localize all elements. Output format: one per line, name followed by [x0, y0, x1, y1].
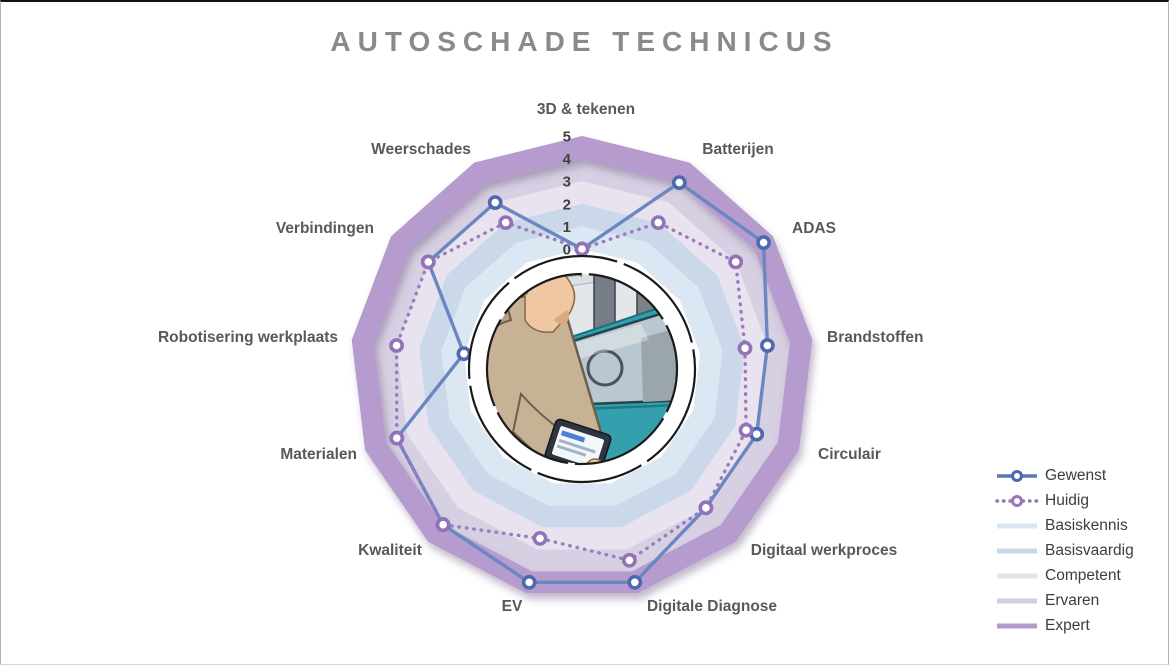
- category-label-12: Weerschades: [371, 141, 471, 158]
- marker-huidig-8: [435, 517, 451, 533]
- category-label-4: Circulair: [818, 446, 881, 463]
- category-label-5: Digitaal werkproces: [751, 542, 897, 559]
- legend-label: Basiskennis: [1045, 516, 1128, 534]
- marker-huidig-9: [389, 430, 405, 446]
- tick-label-3: 3: [563, 174, 571, 191]
- marker-gewenst-1: [671, 175, 687, 190]
- legend-swatch-basiskennis: [997, 523, 1037, 528]
- marker-gewenst-3: [760, 338, 775, 353]
- legend-item-gewenst: Gewenst: [995, 463, 1134, 488]
- category-label-1: Batterijen: [702, 141, 774, 158]
- category-label-9: Materialen: [280, 446, 357, 463]
- chart-title: AUTOSCHADE TECHNICUS: [330, 26, 839, 57]
- center-illustration: [486, 273, 678, 465]
- marker-gewenst-6: [627, 574, 643, 590]
- tick-label-5: 5: [563, 129, 571, 146]
- legend-swatch-expert: [997, 623, 1037, 628]
- legend-swatch-competent: [997, 573, 1037, 578]
- legend-label: Huidig: [1045, 491, 1089, 509]
- legend-swatch-ervaren: [997, 598, 1037, 603]
- marker-huidig-6: [622, 552, 637, 568]
- marker-huidig-12: [498, 215, 514, 230]
- tick-label-0: 0: [563, 242, 571, 259]
- marker-huidig-10: [389, 338, 404, 353]
- category-label-3: Brandstoffen: [827, 329, 923, 346]
- legend-item-expert: Expert: [995, 613, 1134, 638]
- legend-swatch-huidig: [995, 494, 1039, 507]
- marker-gewenst-7: [521, 574, 537, 590]
- tick-label-4: 4: [563, 151, 572, 168]
- category-label-10: Robotisering werkplaats: [158, 329, 338, 346]
- marker-huidig-2: [728, 254, 744, 270]
- category-label-6: Digitale Diagnose: [647, 598, 777, 615]
- legend-item-ervaren: Ervaren: [995, 588, 1134, 613]
- legend-swatch-basisvaardig: [997, 548, 1037, 553]
- category-label-8: Kwaliteit: [358, 542, 422, 559]
- tick-label-2: 2: [563, 196, 571, 213]
- category-label-7: EV: [502, 598, 523, 615]
- marker-huidig-11: [420, 254, 436, 270]
- legend-item-basiskennis: Basiskennis: [995, 513, 1134, 538]
- tick-label-1: 1: [563, 219, 571, 236]
- marker-huidig-3: [737, 340, 753, 356]
- marker-gewenst-2: [756, 235, 771, 250]
- marker-huidig-5: [698, 500, 714, 516]
- legend-label: Competent: [1045, 566, 1121, 584]
- legend-swatch-gewenst: [997, 469, 1037, 482]
- marker-huidig-7: [532, 531, 548, 546]
- legend-item-huidig: Huidig: [995, 488, 1134, 513]
- image-ring-inner: [485, 272, 679, 466]
- marker-gewenst-12: [487, 195, 503, 210]
- image-ring-outer: [467, 254, 697, 484]
- legend-item-basisvaardig: Basisvaardig: [995, 538, 1134, 563]
- legend-label: Gewenst: [1045, 466, 1107, 484]
- legend-label: Basisvaardig: [1045, 541, 1134, 559]
- marker-gewenst-10: [456, 346, 472, 362]
- category-label-2: ADAS: [792, 220, 836, 237]
- legend-label: Expert: [1045, 616, 1090, 634]
- series-gewenst-line: [395, 180, 770, 584]
- category-label-11: Verbindingen: [276, 220, 374, 237]
- legend-item-competent: Competent: [995, 563, 1134, 588]
- marker-huidig-4: [738, 422, 754, 438]
- category-label-0: 3D & tekenen: [537, 101, 635, 118]
- series-huidig-line: [394, 220, 748, 562]
- legend-label: Ervaren: [1045, 591, 1100, 609]
- marker-huidig-0: [574, 241, 590, 257]
- marker-huidig-1: [650, 215, 666, 230]
